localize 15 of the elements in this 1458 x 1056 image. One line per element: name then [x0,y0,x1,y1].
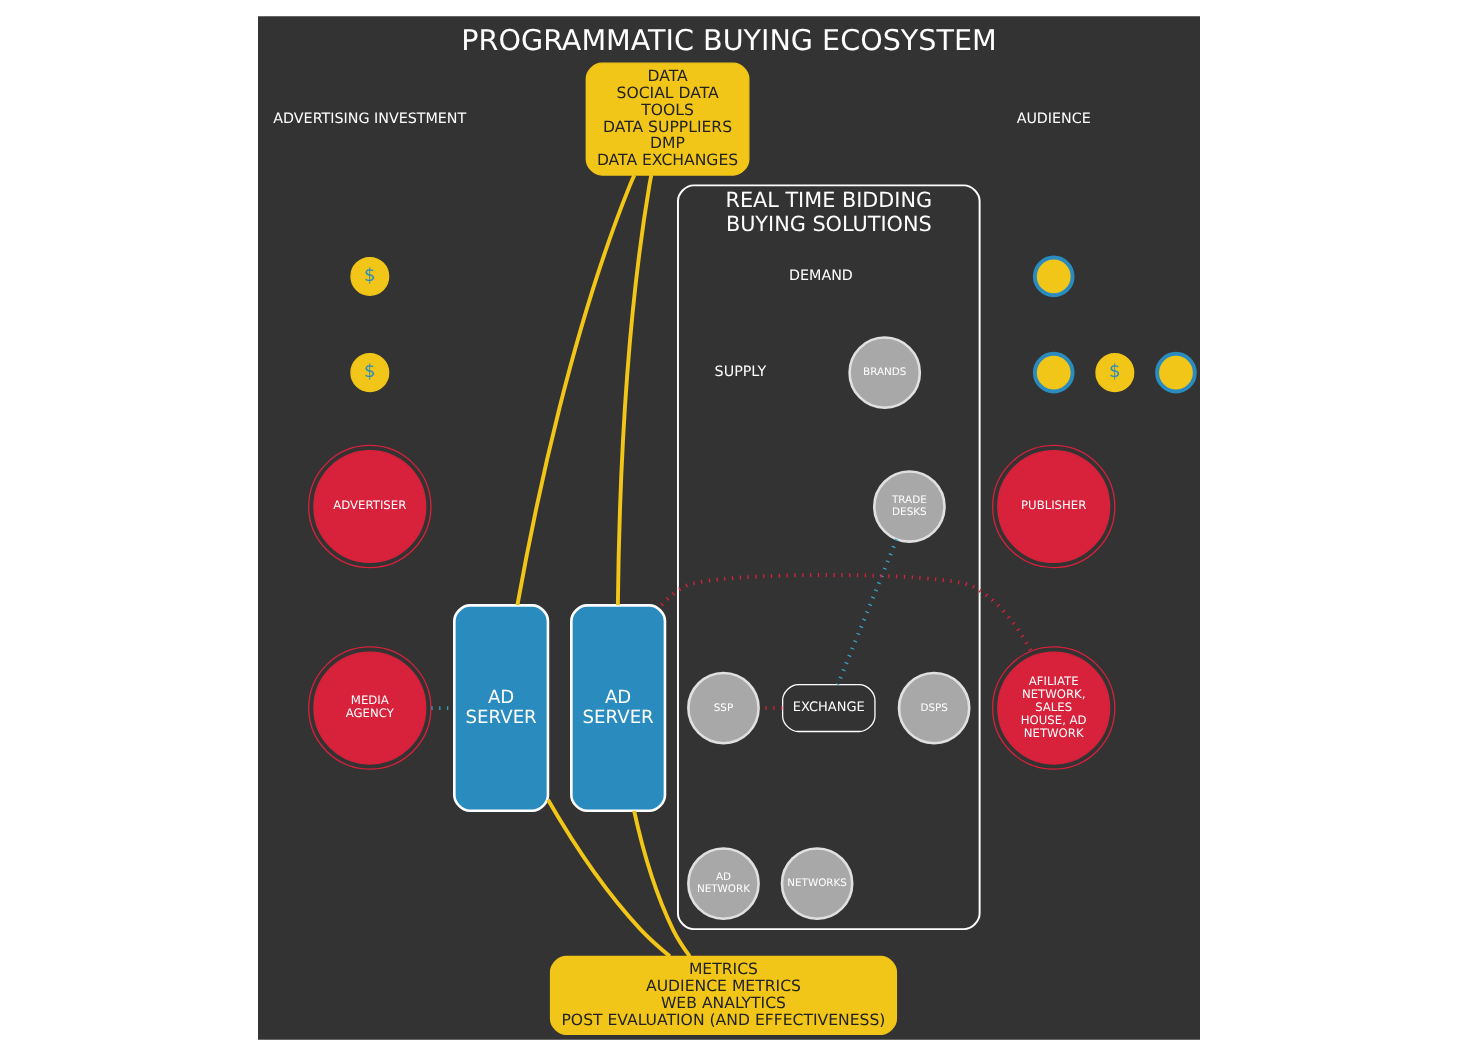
node-circle: $ [350,256,390,296]
node-circle [1155,351,1197,394]
connector [615,174,654,606]
node-circle [1032,351,1075,394]
connector [632,810,692,958]
node-circle [1032,255,1075,298]
node-circle: $ [1095,353,1135,393]
connector [515,174,637,606]
node-box: AD SERVER [570,604,667,813]
node-box: AD SERVER [453,604,550,813]
diagram-title: PROGRAMMATIC BUYING ECOSYSTEM [461,25,997,58]
connector [660,573,1033,653]
connector [546,798,672,958]
node-circle: $ [350,353,390,393]
connector [835,538,899,686]
